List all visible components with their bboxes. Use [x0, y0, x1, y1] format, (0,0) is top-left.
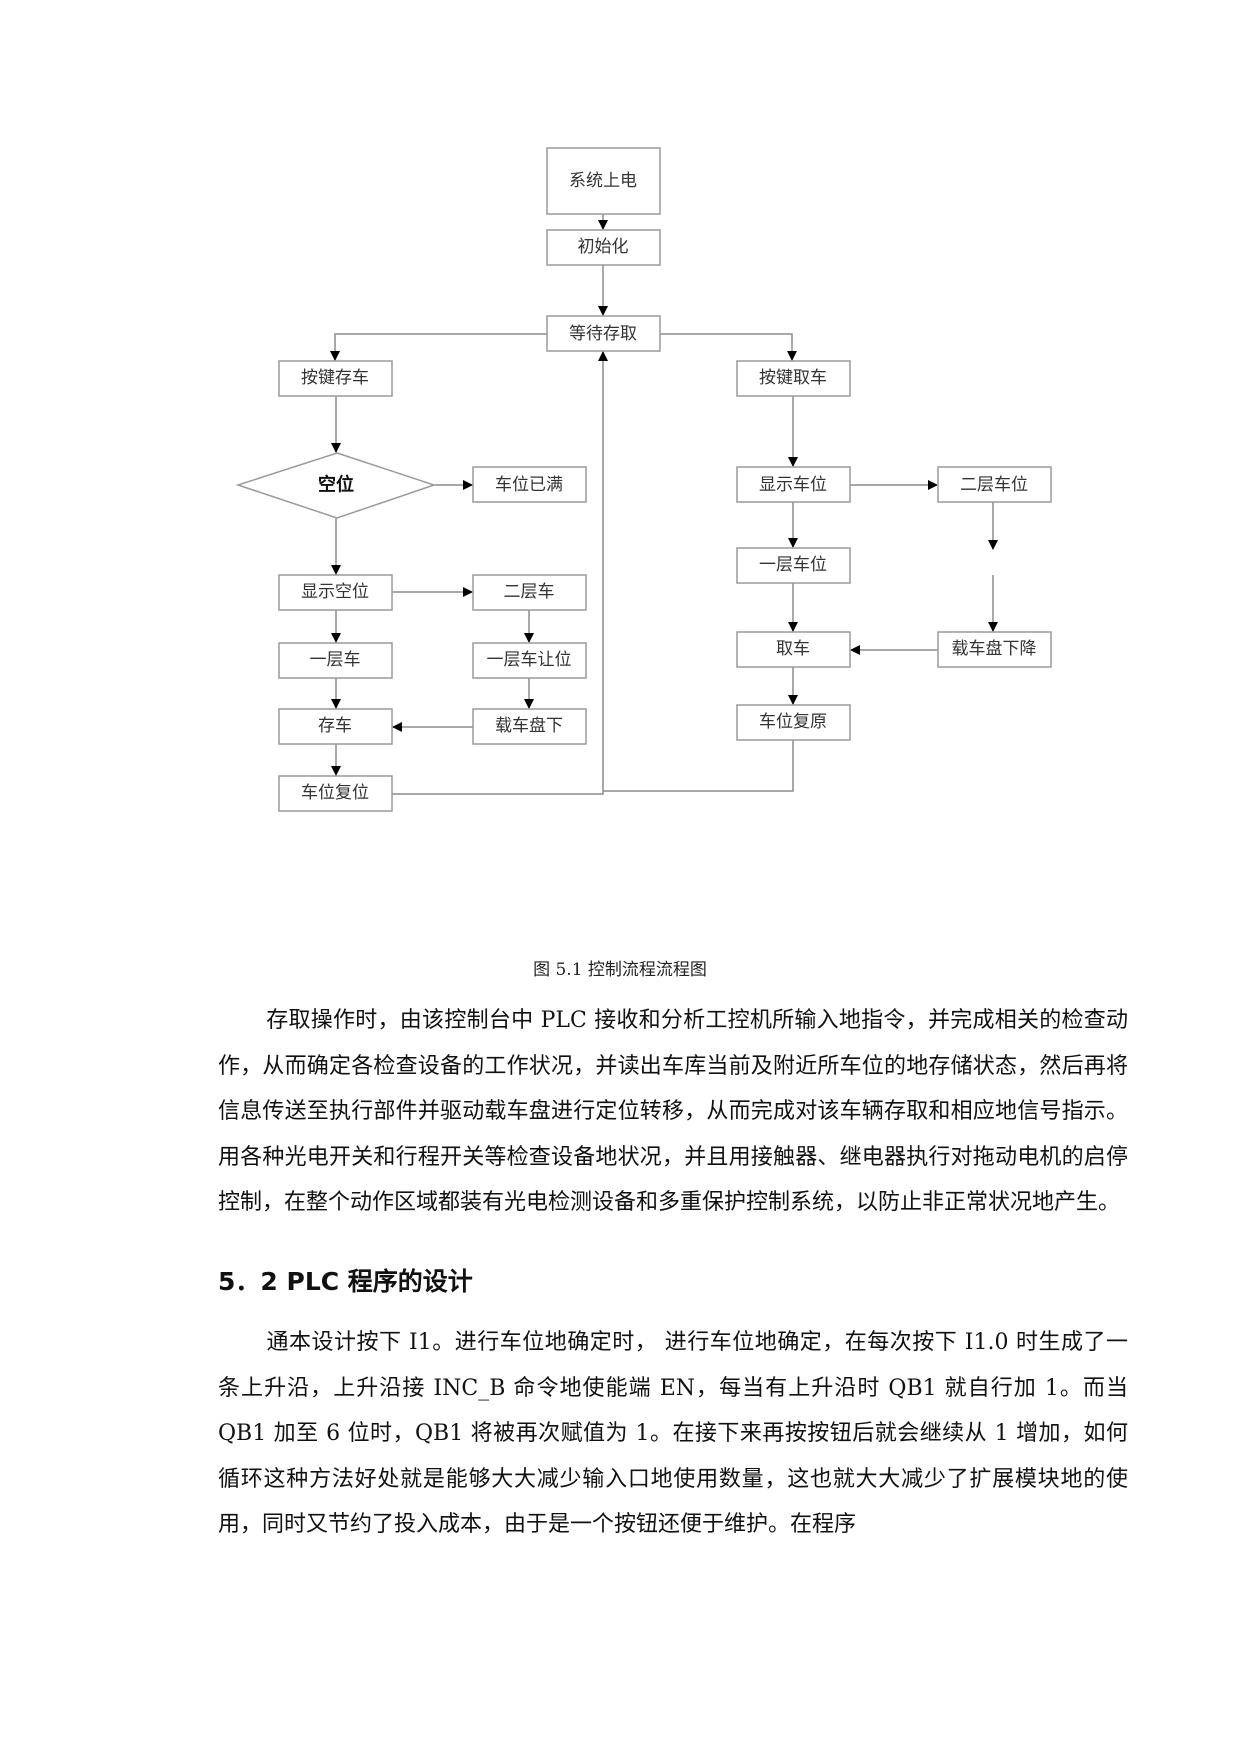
label-store: 存车 — [318, 716, 352, 736]
label-first-slot: 一层车位 — [759, 555, 827, 575]
label-init: 初始化 — [578, 237, 629, 257]
label-tray-lower: 载车盘下降 — [952, 639, 1037, 659]
paragraph-text: 存取操作时，由该控制台中 PLC 接收和分析工控机所输入地指令，并完成相关的检查… — [218, 1008, 1128, 1215]
paragraph-plc-design: 通本设计按下 I1。进行车位地确定时， 进行车位地确定，在每次按下 I1.0 时… — [218, 1320, 1128, 1548]
label-show-slot: 显示车位 — [759, 475, 827, 495]
label-retrieve: 取车 — [776, 639, 810, 659]
paragraph-storage-operation: 存取操作时，由该控制台中 PLC 接收和分析工控机所输入地指令，并完成相关的检查… — [218, 998, 1128, 1226]
label-second-slot: 二层车位 — [960, 475, 1028, 495]
label-first-car: 一层车 — [310, 650, 361, 670]
label-power-on: 系统上电 — [569, 171, 637, 191]
node-retrieve — [736, 631, 851, 668]
label-restore: 车位复原 — [759, 712, 827, 732]
node-reset — [278, 775, 393, 812]
node-power-on — [546, 147, 661, 215]
node-tray-down — [472, 708, 587, 745]
node-tray-lower — [937, 631, 1052, 668]
label-key-store: 按键存车 — [301, 368, 369, 388]
label-second-car: 二层车 — [504, 582, 555, 602]
node-first-slot — [736, 547, 851, 584]
node-show-empty — [278, 574, 393, 611]
node-second-car — [472, 574, 587, 611]
node-init — [546, 229, 661, 266]
label-tray-down: 载车盘下 — [495, 716, 563, 736]
label-show-empty: 显示空位 — [301, 582, 369, 602]
paragraph-text: 通本设计按下 I1。进行车位地确定时， 进行车位地确定，在每次按下 I1.0 时… — [218, 1330, 1128, 1537]
node-store — [278, 708, 393, 745]
section-heading: 5．2 PLC 程序的设计 — [218, 1267, 473, 1296]
control-flowchart: 系统上电 初始化 等待存取 按键存车 空位 车位已满 显示空位 二层车 一层车 … — [235, 147, 1052, 812]
figure-caption: 图 5.1 控制流程流程图 — [533, 960, 707, 980]
node-key-retrieve — [736, 360, 851, 397]
node-key-store — [278, 360, 393, 397]
node-restore — [736, 704, 851, 741]
node-empty-check-diamond — [235, 452, 437, 519]
label-first-car-yield: 一层车让位 — [487, 650, 572, 670]
label-key-retrieve: 按键取车 — [759, 368, 827, 388]
node-show-slot — [736, 466, 851, 503]
node-first-car — [278, 642, 393, 679]
node-second-slot — [937, 466, 1052, 503]
label-full: 车位已满 — [495, 475, 563, 495]
label-reset: 车位复位 — [301, 783, 369, 803]
node-first-car-yield — [472, 642, 587, 679]
label-wait: 等待存取 — [569, 324, 637, 344]
label-empty-check: 空位 — [318, 474, 354, 496]
node-wait — [546, 315, 661, 352]
node-full — [472, 466, 587, 503]
